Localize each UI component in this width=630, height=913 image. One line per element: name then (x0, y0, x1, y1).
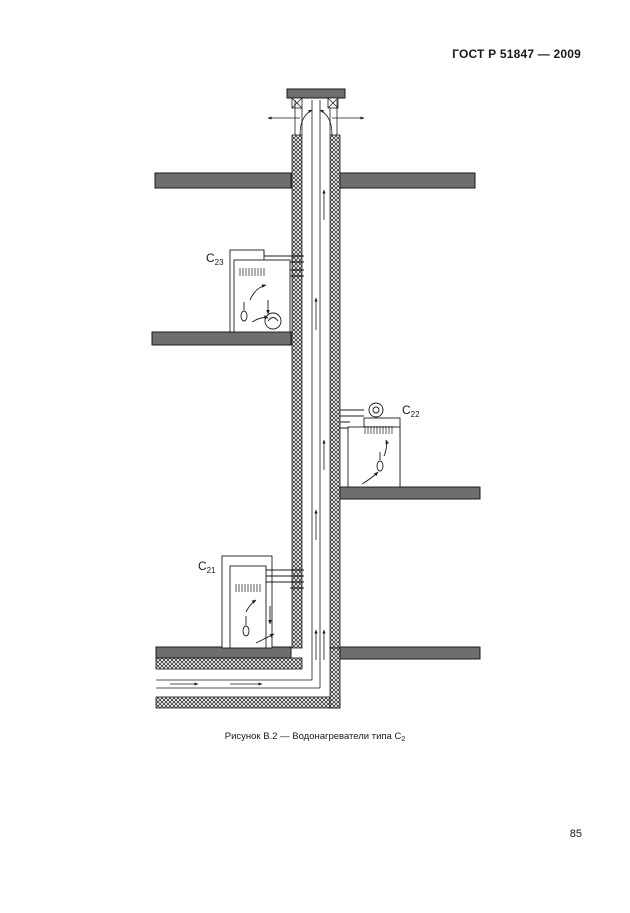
slab-bottom-right (339, 646, 481, 660)
heater-c22 (340, 402, 401, 488)
slab-middle-left (151, 331, 292, 346)
horizontal-duct-lower (155, 696, 341, 709)
slab-middle-right (339, 486, 481, 500)
slab-top-left (154, 172, 292, 189)
chimney-cap (286, 88, 346, 99)
horizontal-duct-upper (155, 657, 303, 670)
slab-bottom-left (155, 646, 292, 659)
flow-arrows (170, 109, 365, 686)
shaft-walls (155, 134, 341, 709)
slab-top-right (339, 172, 476, 189)
label-c22: C22 (402, 403, 420, 419)
label-c23: C23 (206, 251, 224, 267)
cap-vents (291, 97, 339, 109)
heater-c23 (229, 249, 304, 333)
shaft-wall-right (329, 134, 341, 649)
document-code: ГОСТ Р 51847 — 2009 (452, 47, 581, 61)
label-c21: C21 (198, 559, 216, 575)
water-heater-diagram: C23 C22 C21 (151, 88, 481, 709)
heater-c21 (221, 555, 304, 649)
duct-corner (329, 647, 341, 709)
shaft-wall-left (291, 134, 303, 649)
figure-caption: Рисунок В.2 — Водонагреватели типа С2 (224, 731, 406, 743)
page-number: 85 (569, 828, 582, 840)
floor-slabs (151, 172, 481, 660)
